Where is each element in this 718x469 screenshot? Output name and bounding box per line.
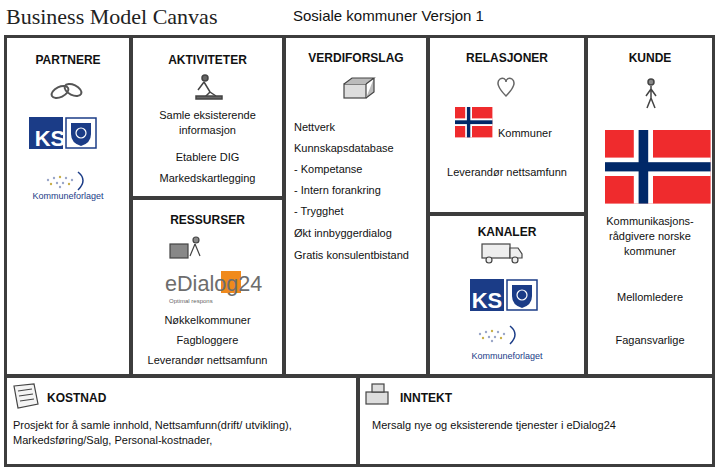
section-heading: RELASJONER (434, 50, 580, 66)
section-text: Nøkkelkommuner (137, 313, 278, 328)
section-text: Prosjekt for å samle innhold, Nettsamfun… (13, 418, 353, 448)
canvas-title: Business Model Canvas (6, 4, 217, 30)
value-box: VERDIFORSLAG NettverkKunnskapsdatabase - K… (283, 35, 429, 377)
section-text: Mersalg nye og eksisterende tjenester i … (372, 418, 708, 433)
revenue-box: INNTEKT Mersalg nye og eksisterende tjene… (357, 375, 715, 467)
norway-flag (455, 107, 492, 137)
heart-icon (498, 78, 514, 96)
section-text: Kommuneforlaget (11, 190, 125, 202)
mover-icon (170, 237, 200, 258)
norway-flag (605, 130, 711, 204)
cost-box: KOSTNAD Prosjekt for å samle innhold, Net… (4, 375, 359, 467)
shield-logo (507, 280, 537, 310)
section-text: Gratis konsulentbistand (294, 248, 422, 263)
chain-icon (50, 82, 84, 101)
section-heading: KUNDE (592, 50, 708, 66)
section-text: Etablere DIG (137, 150, 278, 165)
section-text: Kunnskapsdatabase (294, 141, 422, 156)
section-text: eDialog24 (165, 269, 285, 298)
partner-box: PARTNERE KS Kommuneforlaget (4, 35, 132, 377)
section-text: Nettverk (294, 120, 422, 135)
section-text: - Trygghet (294, 204, 422, 219)
section-text: Mellomledere (592, 290, 708, 305)
person-icon (646, 79, 656, 108)
section-heading: RESSURSER (137, 212, 278, 228)
section-text: Kommuner (498, 126, 584, 141)
document-icon (14, 384, 38, 408)
relation-box: RELASJONER KommunerLeverandør nettsamfunn (427, 35, 587, 215)
gift-icon (344, 78, 374, 98)
kommuneforlaget-logo (479, 326, 515, 344)
version-label: Sosiale kommuner Versjon 1 (293, 7, 484, 24)
section-text: Samle eksisterende informasjon (137, 108, 278, 138)
section-heading: VERDIFORSLAG (290, 50, 422, 66)
section-heading: PARTNERE (11, 52, 125, 68)
activity-box: AKTIVITETER Samle eksisterende informasjo… (130, 35, 285, 199)
register-icon (366, 384, 388, 404)
section-text: Økt innbyggerdialog (294, 226, 422, 241)
channel-box: KANALER KS Kommuneforlaget (427, 213, 587, 377)
section-text: Leverandør nettsamfunn (137, 353, 278, 368)
section-text: Kommunikasjons- rådgivere norske kommune… (592, 214, 708, 259)
section-text: Kommuneforlaget (434, 350, 580, 362)
section-text: Markedskartlegging (137, 171, 278, 186)
resource-box: RESSURSER eDialog24Optimal responsNøkkelk… (130, 197, 285, 377)
truck-icon (482, 244, 522, 263)
kommuneforlaget-logo (47, 172, 83, 190)
section-text: Fagbloggere (137, 333, 278, 348)
section-heading: INNTEKT (400, 390, 708, 406)
section-heading: KANALER (434, 224, 580, 240)
section-text: - Kompetanse (294, 162, 422, 177)
section-text: Leverandør nettsamfunn (434, 165, 580, 180)
shield-logo (66, 118, 96, 148)
worker-icon (196, 75, 222, 99)
section-heading: AKTIVITETER (137, 52, 278, 68)
section-heading: KOSTNAD (47, 390, 352, 406)
section-text: Optimal respons (169, 297, 269, 305)
section-text: Fagansvarlige (592, 333, 708, 348)
section-text: - Intern forankring (294, 183, 422, 198)
section-text: KS (470, 286, 504, 316)
section-text: KS (33, 124, 67, 154)
customer-box: KUNDE Kommunikasjons- rådgivere norske ko… (585, 35, 715, 377)
